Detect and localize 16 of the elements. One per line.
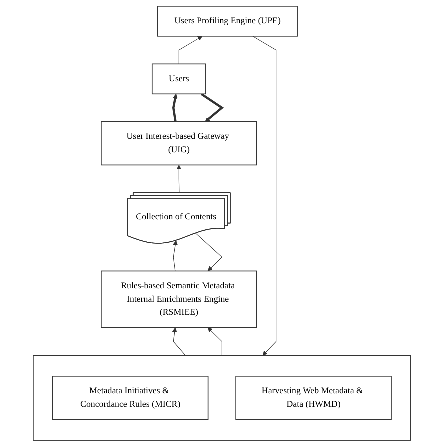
arrow [208,328,222,356]
arrow [200,93,224,122]
node-box: User Interest-based Gateway (UIG) [100,121,258,166]
node-box: Users [152,64,206,95]
arrow [252,36,276,356]
arrow [196,233,222,272]
cluster [32,355,412,441]
node-box: Rules-based Semantic Metadata Internal Enrichments Engine (RSMIEE) [100,270,258,328]
node-box: Harvesting Web Metadata & Data (HWMD) [235,376,392,420]
node-box: Metadata Initiatives & Concordance Rules (MICR) [52,376,209,420]
node-box: Users Profiling Engine (UPE) [157,6,298,37]
arrow [172,328,186,356]
arrow [176,164,182,194]
arrow [172,240,178,272]
arrow [178,36,203,64]
arrow [172,94,178,122]
